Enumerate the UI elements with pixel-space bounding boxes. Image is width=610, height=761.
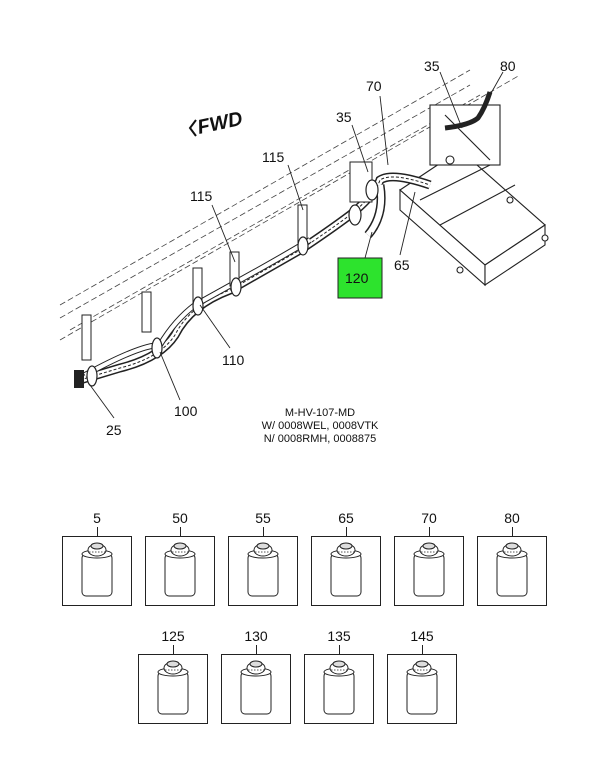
callout-115-left: 115 — [190, 188, 213, 204]
part-number: 55 — [255, 510, 271, 526]
harness-diagram: FWD 35 80 70 35 115 115 120 65 110 100 2… — [59, 58, 549, 438]
callout-65: 65 — [394, 257, 410, 273]
fwd-label: FWD — [195, 108, 244, 139]
part-125: 125 — [138, 628, 208, 724]
part-number: 50 — [172, 510, 188, 526]
part-number: 65 — [338, 510, 354, 526]
callout-120: 120 — [345, 270, 369, 286]
note-line: N/ 0008RMH, 0008875 — [263, 433, 377, 445]
clamps — [86, 179, 379, 387]
callout-35-top: 35 — [424, 58, 440, 74]
battery-box — [399, 104, 549, 287]
cable-80 — [444, 91, 493, 131]
part-number: 70 — [421, 510, 437, 526]
part-135: 135 — [304, 628, 374, 724]
canister-icon — [81, 542, 113, 597]
part-number: 145 — [410, 628, 434, 644]
callout-70-top: 70 — [366, 78, 382, 94]
part-number: 5 — [93, 510, 101, 526]
part-number: 130 — [244, 628, 268, 644]
part-number: 125 — [161, 628, 185, 644]
canister-icon — [240, 660, 272, 715]
diagram-note: M-HV-107-MD W/ 0008WEL, 0008VTK N/ 0008R… — [230, 407, 410, 446]
part-5: 5 — [62, 510, 132, 606]
canister-icon — [406, 660, 438, 715]
part-130: 130 — [221, 628, 291, 724]
part-80: 80 — [477, 510, 547, 606]
brackets — [81, 161, 373, 361]
canister-icon — [247, 542, 279, 597]
canister-icon — [323, 660, 355, 715]
canister-icon — [157, 660, 189, 715]
note-line: M-HV-107-MD — [284, 407, 356, 419]
canister-icon — [330, 542, 362, 597]
leader-lines — [89, 71, 504, 419]
callout-110: 110 — [222, 352, 245, 368]
callout-35-mid: 35 — [336, 109, 352, 125]
part-50: 50 — [145, 510, 215, 606]
part-number: 80 — [504, 510, 520, 526]
callout-80-top: 80 — [500, 58, 516, 74]
callout-120-highlight — [337, 257, 383, 299]
part-65: 65 — [311, 510, 381, 606]
main-harness — [78, 172, 432, 385]
callout-100: 100 — [174, 403, 198, 419]
fwd-arrow-icon — [188, 119, 197, 137]
part-55: 55 — [228, 510, 298, 606]
canister-icon — [164, 542, 196, 597]
note-line: W/ 0008WEL, 0008VTK — [261, 420, 379, 432]
part-145: 145 — [387, 628, 457, 724]
callout-115-right: 115 — [262, 149, 285, 165]
part-70: 70 — [394, 510, 464, 606]
callout-25: 25 — [106, 422, 122, 438]
part-number: 135 — [327, 628, 351, 644]
canister-icon — [413, 542, 445, 597]
canister-icon — [496, 542, 528, 597]
end-connector — [74, 370, 84, 388]
